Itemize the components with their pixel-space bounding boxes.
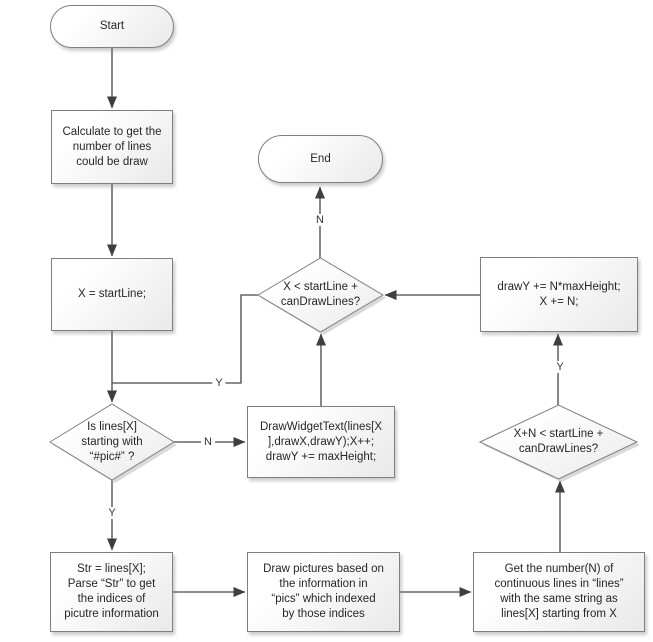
terminator-end: End [258,135,383,183]
edge-loopcheck-yes-feedback [112,294,258,384]
process-get-number-n: Get the number(N) of continuous lines in… [473,552,645,632]
decision-ispic-shape [49,403,175,481]
decision-loopcheck-shape [257,257,384,333]
edge-label-loopcheck-yes: Y [212,377,226,389]
process-calculate-lines: Calculate to get the number of lines cou… [51,110,173,184]
terminator-start: Start [50,5,174,48]
edge-label-ispic-yes: Y [105,507,119,519]
process-draw-pictures: Draw pictures based on the information i… [247,552,400,632]
process-parse-str: Str = lines[X]; Parse “Str” to get the i… [50,552,173,632]
edge-label-nloop-yes: Y [553,361,567,373]
edge-label-loopcheck-no: N [313,214,327,226]
process-draw-widget-text: DrawWidgetText(lines[X ],drawX,drawY);X+… [247,406,395,478]
process-set-x-startline: X = startLine; [51,258,173,331]
edge-label-ispic-no: N [201,436,215,448]
process-advance-n: drawY += N*maxHeight; X += N; [480,257,638,332]
decision-nloop-shape [478,404,639,480]
